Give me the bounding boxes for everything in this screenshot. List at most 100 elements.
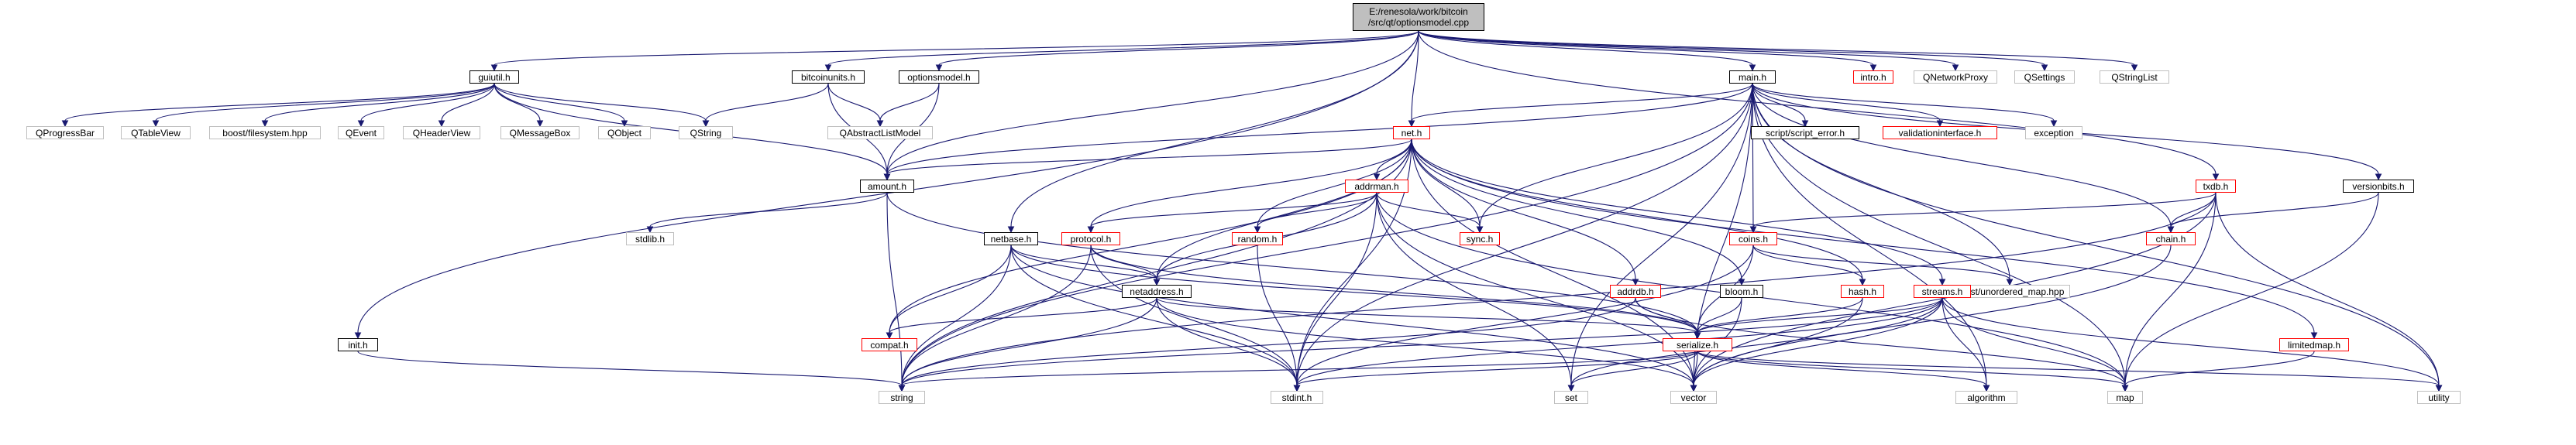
node-boostfs: boost/filesystem.hpp xyxy=(209,126,321,139)
node-chain[interactable]: chain.h xyxy=(2146,232,2196,245)
node-guiutil[interactable]: guiutil.h xyxy=(469,70,519,84)
edge-arrowhead xyxy=(490,64,498,72)
node-bitcoinunits[interactable]: bitcoinunits.h xyxy=(792,70,865,84)
node-addrdb[interactable]: addrdb.h xyxy=(1610,285,1661,298)
edge-arrowhead xyxy=(876,120,884,128)
edge-line xyxy=(360,83,495,122)
node-coins[interactable]: coins.h xyxy=(1729,232,1777,245)
edge-root-to-netbase xyxy=(1007,30,1419,234)
edge-line xyxy=(357,30,1419,334)
node-label-line: /src/qt/optionsmodel.cpp xyxy=(1367,17,1470,28)
edge-line xyxy=(1411,139,1742,280)
node-bloom[interactable]: bloom.h xyxy=(1720,285,1763,298)
edge-arrowhead xyxy=(935,64,943,72)
node-protocol[interactable]: protocol.h xyxy=(1061,232,1120,245)
node-label-line: exception xyxy=(2034,127,2074,139)
node-versionbits[interactable]: versionbits.h xyxy=(2343,180,2414,193)
node-intro[interactable]: intro.h xyxy=(1853,70,1893,84)
node-net[interactable]: net.h xyxy=(1393,126,1430,139)
edge-line xyxy=(1570,351,1698,386)
edge-root-to-qnetworkproxy xyxy=(1418,30,1959,72)
edge-line xyxy=(901,83,1753,386)
edge-arrowhead xyxy=(1087,226,1095,234)
node-label-line: chain.h xyxy=(2155,233,2186,245)
node-label: boost/unordered_map.hpp xyxy=(1955,286,2065,297)
edge-line xyxy=(886,192,1698,334)
node-amount[interactable]: amount.h xyxy=(860,180,914,193)
edge-init-to-string xyxy=(357,351,906,392)
edge-line xyxy=(1376,192,1694,386)
edge-netbase-to-compat xyxy=(886,245,1012,340)
edge-line xyxy=(1411,30,1419,122)
edge-line xyxy=(1296,83,1753,386)
edge-root-to-main xyxy=(1418,30,1756,72)
node-label: stdint.h xyxy=(1282,392,1312,403)
node-addrman[interactable]: addrman.h xyxy=(1345,180,1408,193)
node-stdint: stdint.h xyxy=(1271,391,1323,404)
node-label-line: vector xyxy=(1680,392,1707,403)
edge-line xyxy=(1411,139,1943,280)
edge-line xyxy=(1411,139,2315,334)
node-label-line: addrdb.h xyxy=(1617,286,1654,297)
edge-arrowhead xyxy=(1749,226,1757,234)
edge-net-to-streams xyxy=(1411,139,1946,286)
node-label-line: netaddress.h xyxy=(1130,286,1184,297)
edge-arrowhead xyxy=(2006,279,2014,286)
node-compat[interactable]: compat.h xyxy=(862,338,917,351)
node-netaddress[interactable]: netaddress.h xyxy=(1122,285,1192,298)
edge-arrowhead xyxy=(1567,385,1575,392)
edge-netaddress-to-serialize xyxy=(1156,297,1701,340)
node-label: QNetworkProxy xyxy=(1923,72,1988,83)
node-init[interactable]: init.h xyxy=(338,338,378,351)
node-netbase[interactable]: netbase.h xyxy=(984,232,1038,245)
node-label: bitcoinunits.h xyxy=(801,72,855,83)
node-txdb[interactable]: txdb.h xyxy=(2196,180,2236,193)
node-sync[interactable]: sync.h xyxy=(1460,232,1500,245)
edge-protocol-to-string xyxy=(898,245,1092,392)
node-serialize[interactable]: serialize.h xyxy=(1663,338,1732,351)
edge-arrowhead xyxy=(354,332,362,340)
node-label: QProgressBar xyxy=(36,128,95,139)
node-qstring: QString xyxy=(679,126,733,139)
node-qprogressbar: QProgressBar xyxy=(26,126,104,139)
node-optionsmodel[interactable]: optionsmodel.h xyxy=(899,70,979,84)
edge-arrowhead xyxy=(1153,279,1161,286)
node-root[interactable]: E:/renesola/work/bitcoin/src/qt/optionsm… xyxy=(1353,3,1484,31)
node-label: random.h xyxy=(1238,234,1278,245)
node-vector: vector xyxy=(1670,391,1717,404)
edge-line xyxy=(494,30,1419,66)
edge-line xyxy=(1156,297,1298,386)
edge-line xyxy=(1697,297,1742,334)
node-limitedmap[interactable]: limitedmap.h xyxy=(2279,338,2349,351)
node-label-line: bloom.h xyxy=(1725,286,1759,297)
edge-line xyxy=(705,83,829,122)
edge-arrowhead xyxy=(824,64,832,72)
node-scripterror[interactable]: script/script_error.h xyxy=(1751,126,1859,139)
node-streams[interactable]: streams.h xyxy=(1914,285,1971,298)
node-label-line: compat.h xyxy=(870,339,909,351)
node-label: netaddress.h xyxy=(1130,286,1183,297)
edge-serialize-to-vector xyxy=(1690,351,1698,392)
edge-coins-to-stdint xyxy=(1293,245,1754,392)
edge-line xyxy=(264,83,495,122)
node-random[interactable]: random.h xyxy=(1232,232,1283,245)
edge-root-to-qstringlist xyxy=(1418,30,2138,72)
edge-line xyxy=(1752,83,1806,122)
edge-main-to-amount xyxy=(883,83,1753,181)
edge-bloom-to-serialize xyxy=(1694,297,1742,340)
edge-line xyxy=(64,83,495,122)
node-main[interactable]: main.h xyxy=(1729,70,1776,84)
node-label: vector xyxy=(1681,392,1707,403)
node-label-line: txdb.h xyxy=(2203,180,2229,192)
edge-arrowhead xyxy=(2375,173,2382,181)
edge-arrowhead xyxy=(357,120,365,128)
node-qheaderview: QHeaderView xyxy=(403,126,480,139)
node-hash[interactable]: hash.h xyxy=(1841,285,1884,298)
edge-arrowhead xyxy=(702,120,710,128)
node-validationinterface[interactable]: validationinterface.h xyxy=(1883,126,1997,139)
node-exception: exception xyxy=(2025,126,2082,139)
node-label: boost/filesystem.hpp xyxy=(222,128,307,139)
edge-root-to-guiutil xyxy=(490,30,1419,72)
edge-line xyxy=(889,297,1157,334)
node-label: E:/renesola/work/bitcoin/src/qt/optionsm… xyxy=(1368,6,1469,28)
